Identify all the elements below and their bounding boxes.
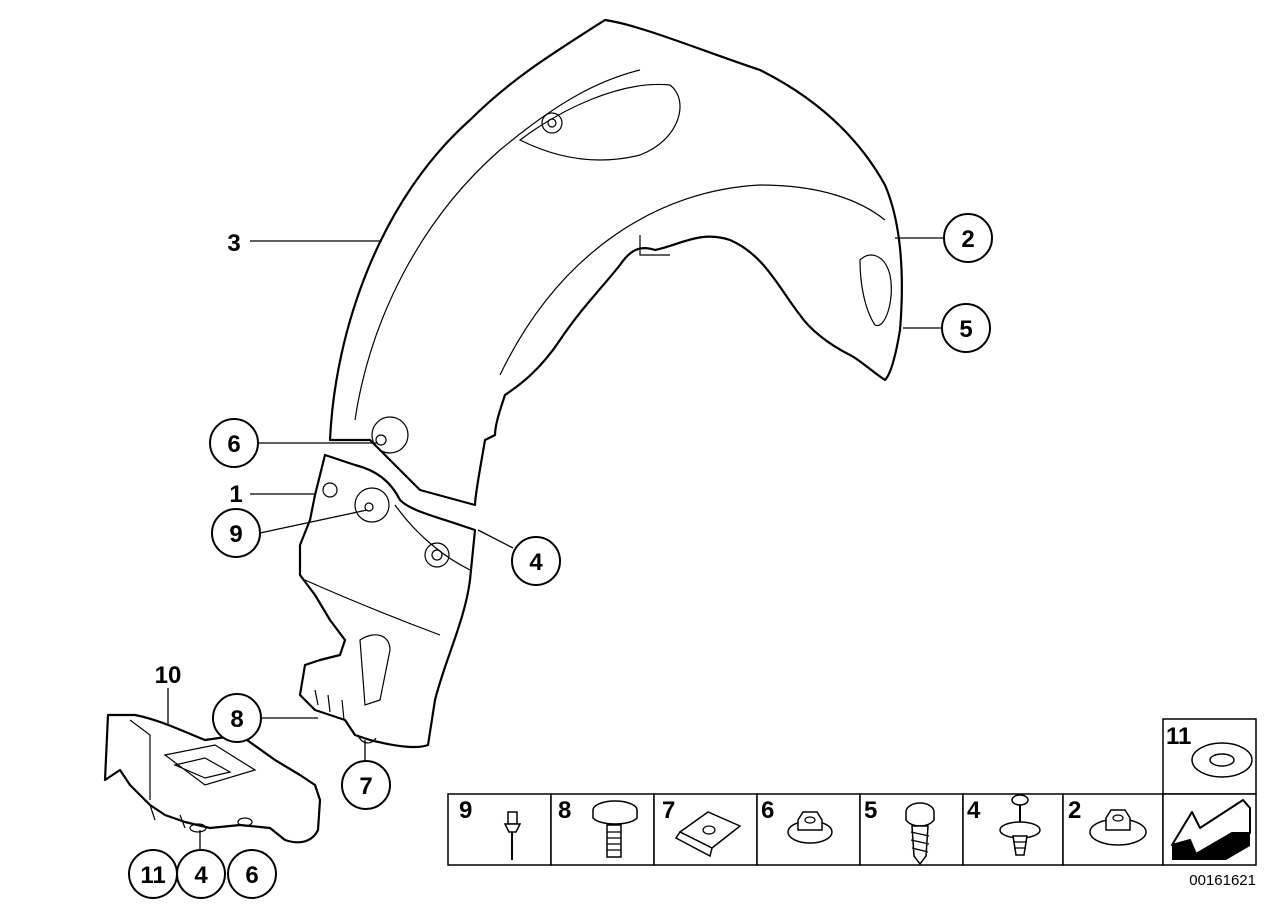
table-cell-2-number: 2 (1068, 797, 1081, 824)
front-liner-section (298, 453, 477, 749)
table-cell-5-number: 5 (864, 797, 877, 824)
callout-9: 9 (211, 508, 261, 558)
callout-4-label: 4 (529, 549, 543, 576)
callout-7-label: 7 (359, 773, 372, 800)
table-cell-4-number: 4 (967, 797, 981, 824)
leader-lines (167, 237, 943, 852)
callout-8-label: 8 (230, 706, 243, 733)
callout-4b-label: 4 (194, 862, 208, 889)
bracket (103, 713, 322, 844)
washer-icon (1191, 742, 1253, 778)
table-cell-6-number: 6 (761, 797, 774, 824)
hex-nut-with-washer-icon (1089, 809, 1147, 846)
table-cell-11-number: 11 (1166, 723, 1191, 750)
callout-5-label: 5 (959, 316, 972, 343)
callout-6-label: 6 (227, 431, 240, 458)
table-cell-7-number: 7 (662, 797, 675, 824)
callout-2-label: 2 (961, 226, 974, 253)
callout-6: 6 (209, 418, 259, 468)
expanding-rivet-icon (592, 800, 638, 858)
blind-rivet-icon (503, 811, 522, 860)
callout-9-label: 9 (229, 521, 242, 548)
callout-1-label: 1 (229, 481, 242, 508)
hex-collar-nut-icon (787, 811, 833, 844)
plastic-expansion-rivet-icon (999, 794, 1041, 856)
callout-11-label: 11 (140, 862, 165, 889)
callout-6-bracket: 6 (227, 849, 277, 899)
hex-collar-screw-icon (905, 802, 935, 866)
callout-3-label: 3 (227, 230, 240, 257)
direction-arrow-icon (1171, 799, 1251, 860)
parts-table: 9 8 7 6 5 4 2 11 (447, 718, 1257, 866)
callout-4-bracket: 4 (176, 849, 226, 899)
callout-8: 8 (212, 693, 262, 743)
callout-4: 4 (511, 536, 561, 586)
callout-5: 5 (941, 303, 991, 353)
table-cell-9-number: 9 (459, 797, 472, 824)
table-cell-8-number: 8 (558, 797, 571, 824)
wheel-arch-liner (328, 18, 903, 507)
callout-6b-label: 6 (245, 862, 258, 889)
document-number: 00161621 (1189, 872, 1256, 889)
callout-11: 11 (128, 849, 178, 899)
callout-10-label: 10 (155, 662, 182, 689)
spring-nut-icon (674, 811, 742, 858)
callout-2: 2 (943, 213, 993, 263)
callout-7: 7 (341, 760, 391, 810)
